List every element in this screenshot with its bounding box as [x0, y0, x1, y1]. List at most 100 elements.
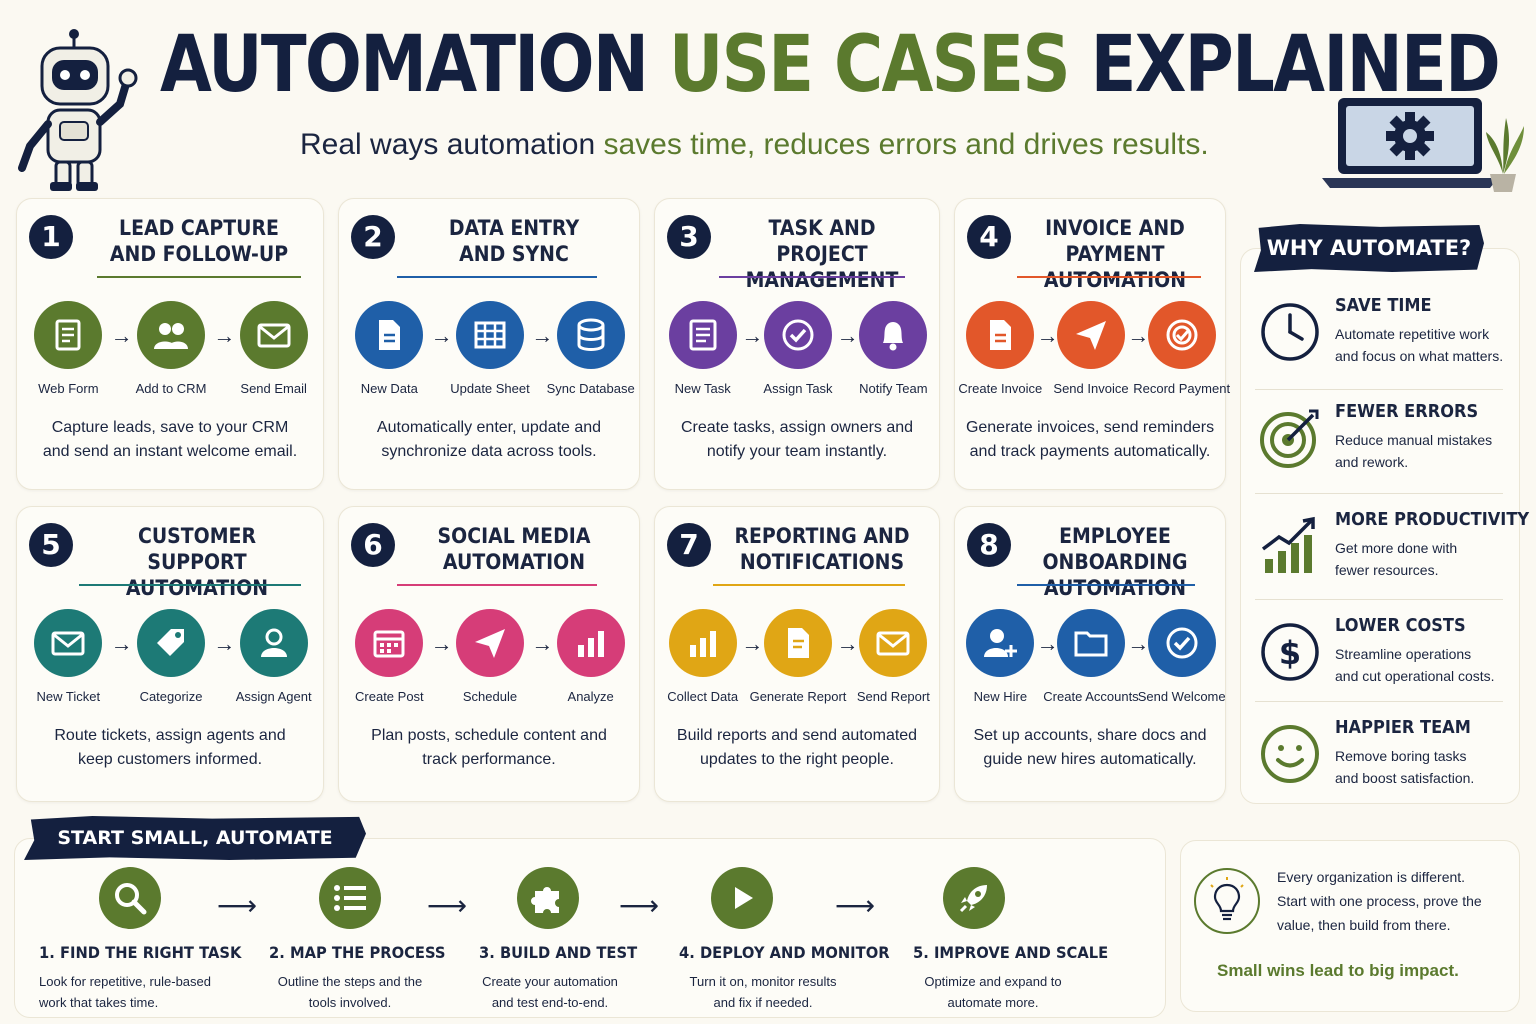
list-icon	[319, 867, 381, 929]
title-underline	[719, 276, 905, 278]
database-icon	[556, 301, 625, 369]
clock-icon	[1261, 303, 1319, 361]
arrow-icon: →	[1036, 631, 1059, 656]
flow-label: Send Email	[240, 381, 307, 396]
flow-label: New Ticket	[36, 689, 101, 704]
card-flow: →→	[339, 301, 639, 371]
user-icon	[239, 609, 308, 677]
title-underline	[1017, 276, 1201, 278]
card-flow: →→	[17, 301, 323, 371]
task-list-icon	[668, 301, 737, 369]
check-circle-icon	[764, 301, 832, 369]
smiley-icon	[1261, 725, 1319, 783]
flow-label: Send Report	[856, 689, 930, 704]
arrow-icon: ⟶	[427, 890, 468, 921]
send-icon	[1057, 301, 1125, 369]
arrow-icon: →	[213, 631, 236, 656]
flow-label: New Task	[674, 381, 731, 396]
step-title: 1. FIND THE RIGHT TASK	[39, 943, 242, 962]
page-subtitle: Real ways automation saves time, reduces…	[300, 128, 1209, 161]
steps-title: START SMALL, AUTOMATE SMART	[24, 816, 366, 860]
invoice-icon	[966, 301, 1035, 369]
steps-panel: 1. FIND THE RIGHT TASK Look for repetiti…	[14, 838, 1166, 1018]
target-check-icon	[1147, 301, 1216, 369]
flow-label: Create Post	[355, 689, 424, 704]
arrow-icon: →	[430, 631, 453, 656]
title-underline	[713, 584, 905, 586]
arrow-icon: →	[531, 323, 554, 348]
why-item-title: FEWER ERRORS	[1335, 401, 1479, 422]
card-number: 3	[667, 215, 711, 259]
laptop-gear-icon	[1322, 98, 1524, 192]
report-icon	[764, 609, 832, 677]
document-icon	[355, 301, 424, 369]
title-underline	[79, 584, 301, 586]
divider	[1255, 493, 1503, 494]
why-item-title: LOWER COSTS	[1335, 615, 1466, 636]
play-icon	[711, 867, 773, 929]
flow-label: Sync Database	[546, 381, 635, 396]
lightbulb-icon	[1194, 868, 1260, 934]
step-title: 4. DEPLOY AND MONITOR	[679, 943, 890, 962]
flow-label: Notify Team	[859, 381, 928, 396]
tip-panel: Every organization is different.Start wi…	[1180, 840, 1520, 1012]
flow-label: Update Sheet	[450, 381, 530, 396]
arrow-icon: →	[1127, 323, 1150, 348]
arrow-icon: →	[741, 631, 764, 656]
mail-icon	[239, 301, 308, 369]
card-number: 4	[967, 215, 1011, 259]
card-number: 6	[351, 523, 395, 567]
svg-text:$: $	[1279, 634, 1301, 672]
card-number: 7	[667, 523, 711, 567]
flow-label: Web Form	[38, 381, 99, 396]
card-flow: →→	[655, 301, 939, 371]
arrow-icon: →	[110, 631, 133, 656]
page-title: AUTOMATION USE CASES EXPLAINED	[160, 20, 1501, 110]
arrow-icon: ⟶	[619, 890, 660, 921]
flow-label: Assign Task	[763, 381, 833, 396]
divider	[1255, 701, 1503, 702]
search-icon	[99, 867, 161, 929]
bar-chart-icon	[668, 609, 737, 677]
mail-icon	[859, 609, 928, 677]
card-flow: →→	[17, 609, 323, 679]
add-user-icon	[966, 609, 1035, 677]
flow-label: Record Payment	[1133, 381, 1231, 396]
why-item-title: MORE PRODUCTIVITY	[1335, 509, 1530, 530]
send-icon	[456, 609, 524, 677]
target-icon	[1260, 409, 1319, 468]
why-automate-title: WHY AUTOMATE?	[1254, 224, 1484, 272]
arrow-icon: →	[213, 323, 236, 348]
users-icon	[137, 301, 205, 369]
bell-icon	[859, 301, 928, 369]
tag-icon	[137, 609, 205, 677]
flow-label: Assign Agent	[235, 689, 312, 704]
arrow-icon: →	[531, 631, 554, 656]
title-underline	[397, 276, 597, 278]
calendar-icon	[355, 609, 424, 677]
card-flow: →→	[955, 301, 1225, 371]
